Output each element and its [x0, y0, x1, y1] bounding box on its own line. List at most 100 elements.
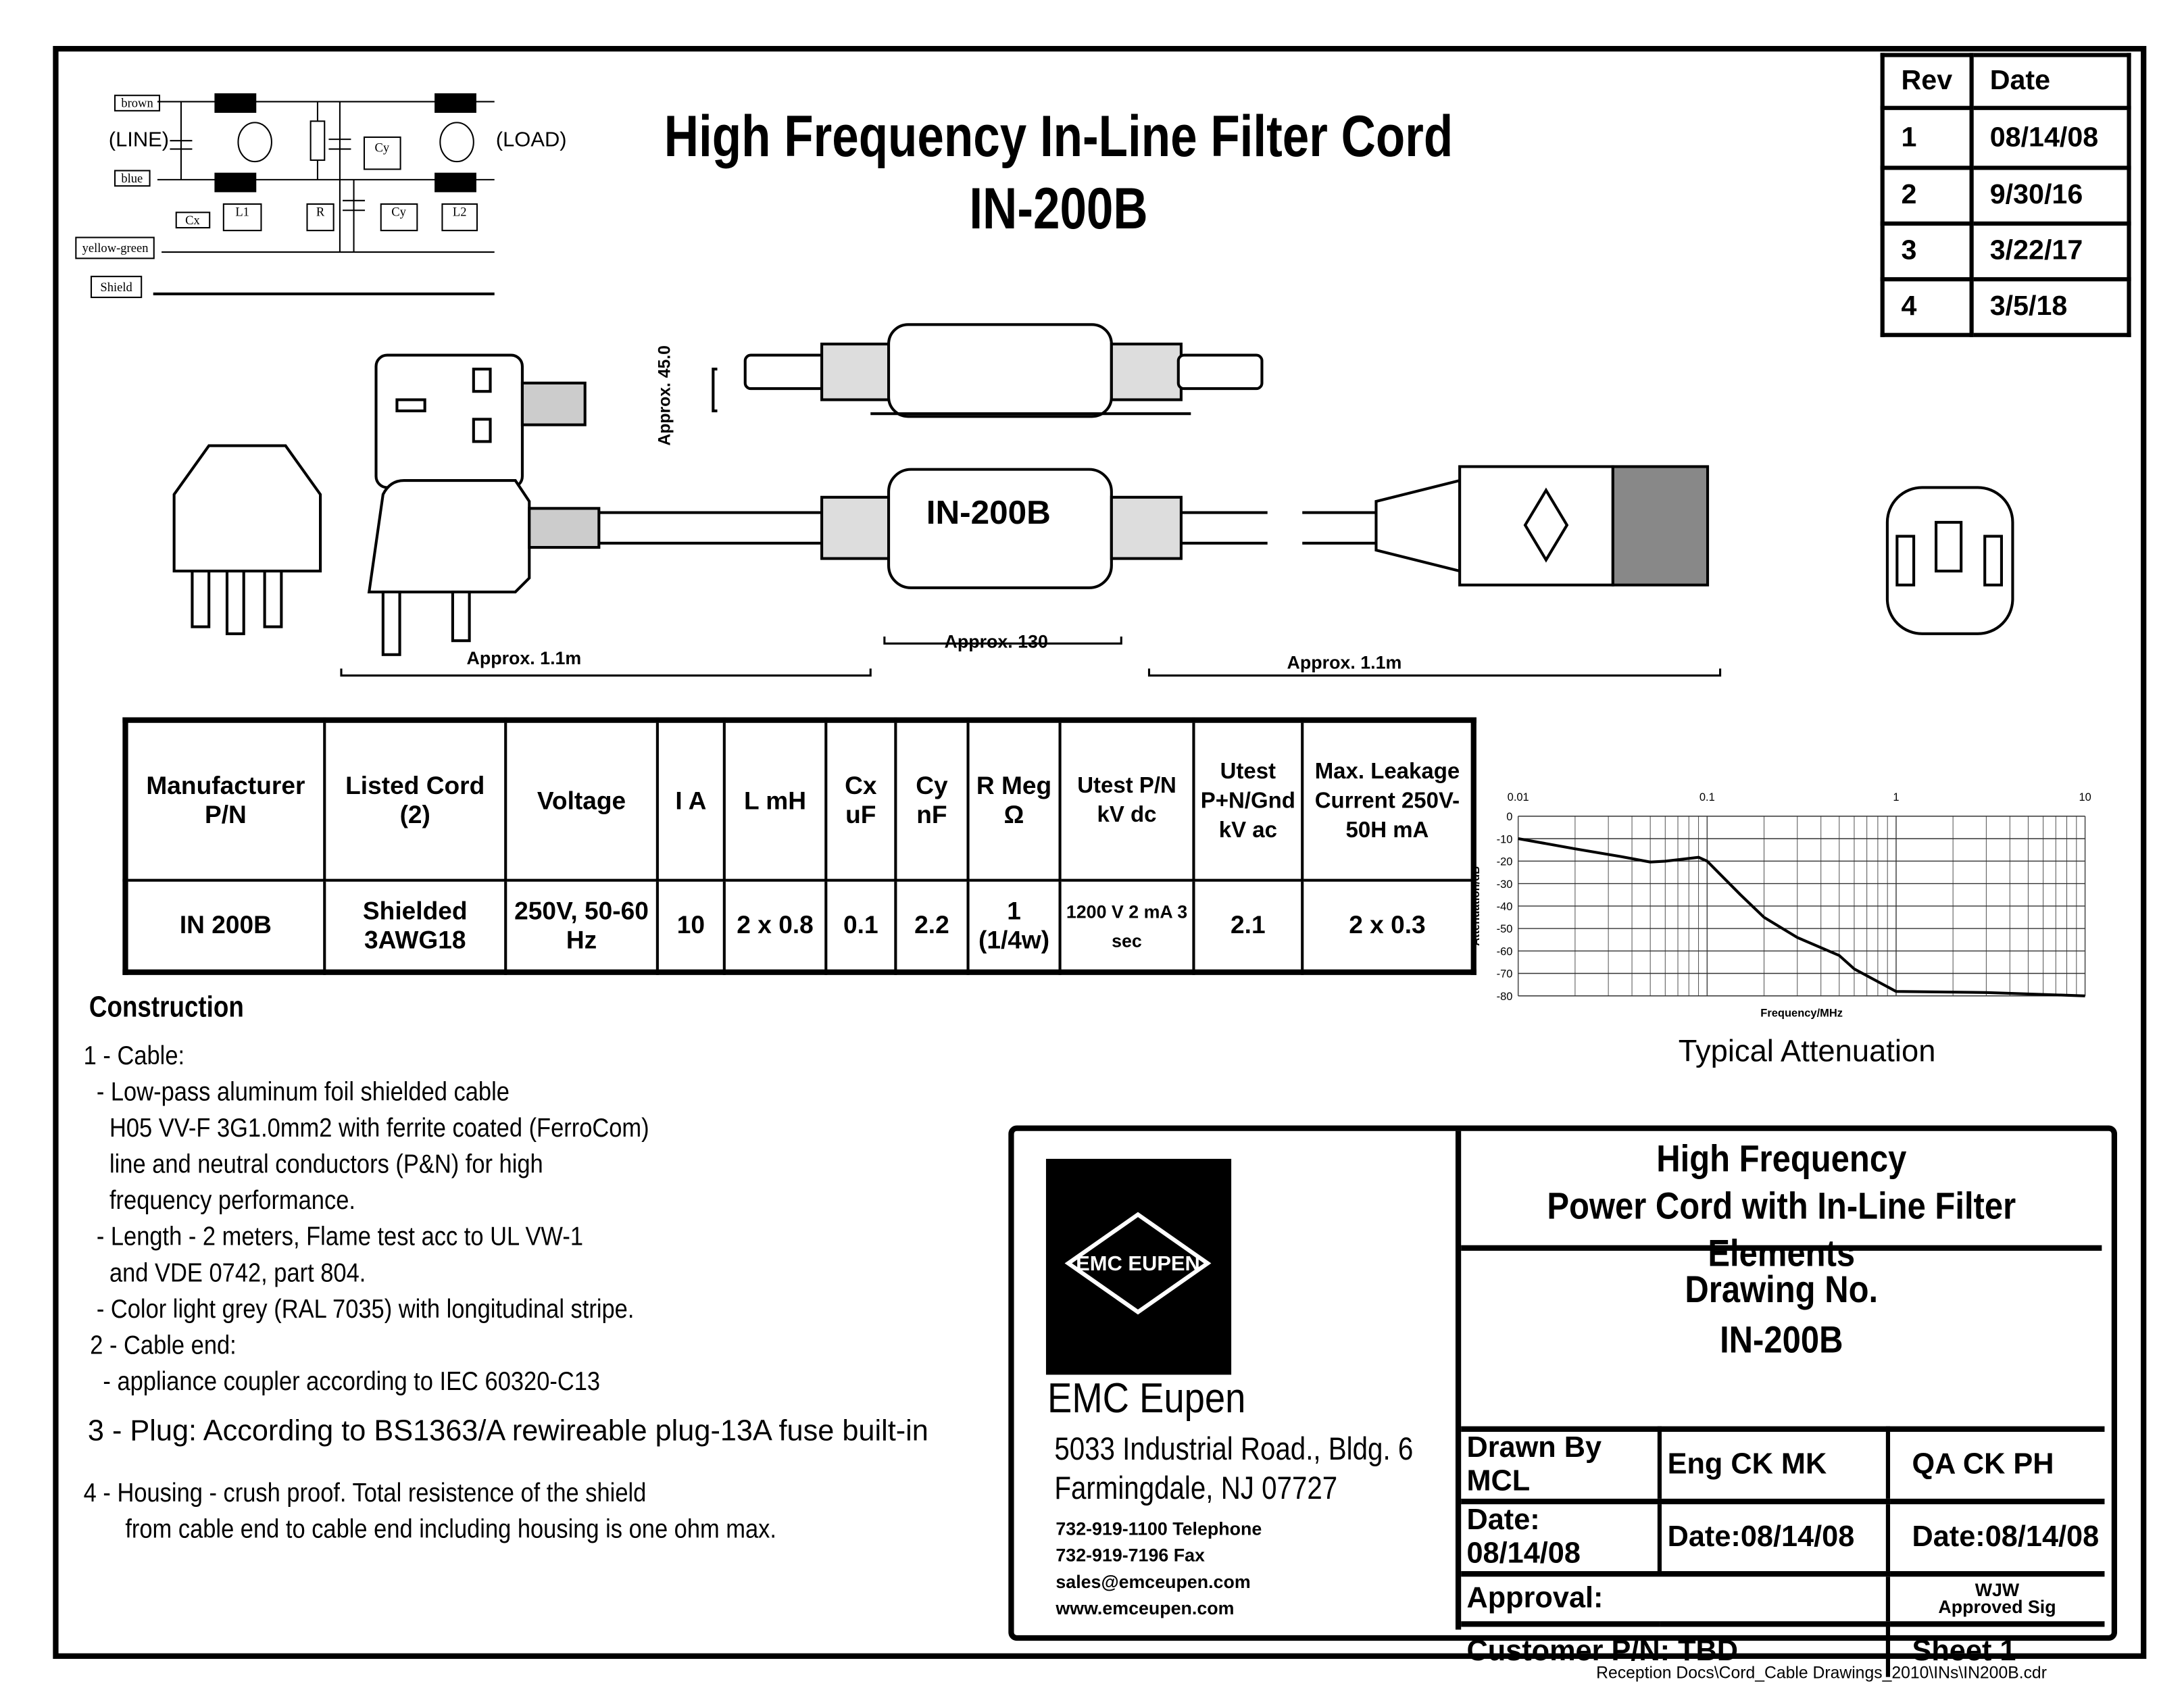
construction-line: - Length - 2 meters, Flame test acc to U… — [83, 1222, 583, 1253]
header-cx: Cx uF — [824, 718, 897, 882]
cell-cord: Shielded 3AWG18 — [323, 878, 507, 974]
label-brown: brown — [114, 95, 161, 111]
page-title: High Frequency In-Line Filter Cord IN-20… — [624, 100, 1493, 245]
signature-label: Approved Sig — [1938, 1596, 2056, 1618]
title-line-2: IN-200B — [969, 175, 1148, 241]
y-tick-label: -50 — [1497, 923, 1513, 935]
label-shield: Shield — [90, 276, 143, 299]
cell-current: 10 — [655, 878, 726, 974]
signature-initials: WJW — [1975, 1579, 2020, 1601]
header-utest-pn: Utest P/N kV dc — [1058, 718, 1195, 882]
height-dimension: Approx. 45.0 — [654, 345, 674, 446]
item4-line1: 4 - Housing - crush proof. Total resiste… — [83, 1479, 647, 1509]
drawing-title: High Frequency Power Cord with In-Line F… — [1499, 1135, 2063, 1277]
drawing-title-1: High Frequency — [1656, 1138, 1907, 1180]
y-tick-label: -80 — [1497, 991, 1513, 1003]
label-l2: L2 — [441, 203, 478, 232]
construction-item-3: 3 - Plug: According to BS1363/A rewireab… — [87, 1415, 928, 1447]
cell-cx: 0.1 — [824, 878, 897, 974]
company-logo: EMC EUPEN — [1045, 1158, 1232, 1375]
title-line-1: High Frequency In-Line Filter Cord — [664, 103, 1454, 169]
filter-schematic — [153, 93, 495, 295]
sheet-border — [53, 46, 2147, 1659]
x-tick-label: 10 — [2079, 791, 2091, 803]
address-line-1: 5033 Industrial Road., Bldg. 6 — [1054, 1430, 1414, 1467]
rev-date: 08/14/08 — [1968, 105, 2131, 170]
header-voltage: Voltage — [504, 718, 659, 882]
drawing-no: IN-200B — [1720, 1318, 1843, 1361]
ferrite-l1-top — [214, 93, 257, 113]
y-axis-label: Attenuation/dB — [1470, 866, 1482, 946]
attenuation-series-line — [1518, 837, 2085, 997]
label-cy-1: Cy — [363, 136, 401, 170]
drawn-by: Drawn By MCL — [1461, 1429, 1662, 1505]
qa-date: Date:08/14/08 — [1887, 1501, 2105, 1577]
label-blue: blue — [114, 170, 150, 187]
label-yellow-green: yellow-green — [75, 237, 155, 259]
construction-item-4: 4 - Housing - crush proof. Total resiste… — [84, 1476, 776, 1549]
cell-pn: IN 200B — [124, 878, 326, 974]
y-tick-label: -60 — [1497, 945, 1513, 958]
header-resistance: R Meg Ω — [966, 718, 1062, 882]
drawn-date: Date: 08/14/08 — [1461, 1501, 1662, 1577]
construction-line: - Low-pass aluminum foil shielded cable — [83, 1078, 510, 1108]
x-tick-label: 1 — [1893, 791, 1899, 803]
y-tick-label: -40 — [1497, 901, 1513, 913]
construction-heading: Construction — [89, 991, 244, 1024]
label-l1: L1 — [222, 203, 262, 232]
x-tick-label: 0.1 — [1699, 791, 1715, 803]
rev-number: 2 — [1880, 166, 1973, 226]
cell-resistance: 1 (1/4w) — [966, 878, 1062, 974]
sheet-number: Sheet 1 — [1912, 1635, 2016, 1668]
company-address: 5033 Industrial Road., Bldg. 6 Farmingda… — [1054, 1429, 1413, 1507]
email-link[interactable]: sales@emceupen.com — [1056, 1571, 1251, 1592]
dim-mid: Approx. 130 — [944, 630, 1048, 652]
header-manufacturer: Manufacturer P/N — [124, 718, 326, 882]
drawing-title-2: Power Cord with In-Line Filter Elements — [1547, 1185, 2016, 1274]
website-link[interactable]: www.emceupen.com — [1056, 1597, 1235, 1619]
item4-line2: from cable end to cable end including ho… — [125, 1515, 777, 1545]
header-current: I A — [655, 718, 726, 882]
construction-list: 1 - Cable: - Low-pass aluminum foil shie… — [84, 1039, 649, 1401]
title-block-divider — [1455, 1131, 1462, 1630]
header-utest-gnd: Utest P+N/Gnd kV ac — [1192, 718, 1304, 882]
housing-label: IN-200B — [926, 494, 1051, 532]
drawing-no-label: Drawing No. — [1685, 1268, 1879, 1311]
eng-check: Eng CK MK — [1660, 1429, 1890, 1505]
cell-voltage: 250V, 50-60 Hz — [504, 878, 659, 974]
header-cy: Cy nF — [894, 718, 970, 882]
rev-date: 9/30/16 — [1968, 166, 2131, 226]
header-leakage: Max. Leakage Current 250V-50H mA — [1301, 718, 1475, 882]
header-listed-cord: Listed Cord (2) — [323, 718, 507, 882]
y-tick-label: -20 — [1497, 856, 1513, 868]
rev-date: 3/5/18 — [1968, 277, 2131, 337]
spec-table: Manufacturer P/N Listed Cord (2) Voltage… — [122, 717, 1476, 975]
customer-pn: Customer P/N: TBD — [1461, 1624, 1890, 1677]
construction-line: 1 - Cable: — [83, 1041, 185, 1072]
construction-line: 2 - Cable end: — [83, 1331, 237, 1361]
construction-line: H05 VV-F 3G1.0mm2 with ferrite coated (F… — [83, 1114, 649, 1144]
cell-leakage: 2 x 0.3 — [1301, 878, 1475, 974]
label-line: (LINE) — [108, 128, 170, 152]
dim-left: Approx. 1.1m — [466, 647, 582, 669]
date-header: Date — [1968, 53, 2131, 110]
drawing-number-block: Drawing No. IN-200B — [1499, 1265, 2063, 1365]
dim-right: Approx. 1.1m — [1287, 651, 1402, 673]
y-tick-label: -30 — [1497, 878, 1513, 891]
company-contact: 732-919-1100 Telephone 732-919-7196 Fax … — [1056, 1516, 1262, 1622]
cell-utest-pn: 1200 V 2 mA 3 sec — [1058, 878, 1195, 974]
y-tick-label: -70 — [1497, 968, 1513, 980]
qa-check: QA CK PH — [1887, 1429, 2105, 1505]
label-load: (LOAD) — [495, 128, 567, 152]
rule — [1461, 1245, 2102, 1251]
rev-number: 3 — [1880, 221, 1973, 282]
eng-date: Date:08/14/08 — [1660, 1501, 1890, 1577]
approval-label: Approval: — [1461, 1574, 1890, 1627]
file-path-footer: Reception Docs\Cord_Cable Drawings_2010\… — [1596, 1663, 2047, 1683]
svg-text:EMC EUPEN: EMC EUPEN — [1076, 1251, 1200, 1275]
y-tick-label: 0 — [1506, 811, 1512, 823]
rev-date: 3/22/17 — [1968, 221, 2131, 282]
address-line-2: Farmingdale, NJ 07727 — [1054, 1469, 1338, 1506]
